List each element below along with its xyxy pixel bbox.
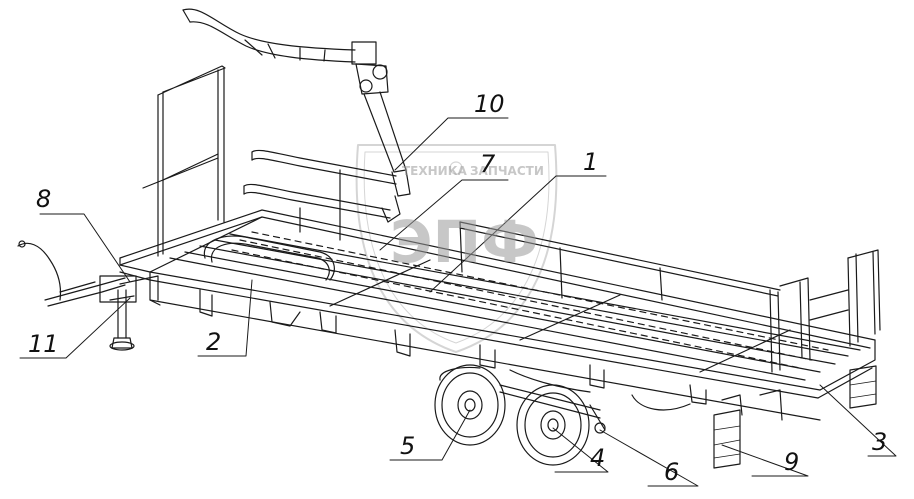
callout-9: 9 <box>784 448 799 476</box>
callout-numbers: 10 7 1 8 11 2 5 4 6 9 3 <box>28 90 887 486</box>
drawbar <box>17 240 159 307</box>
callout-11: 11 <box>28 330 59 358</box>
front-guard <box>459 221 881 373</box>
callout-6: 6 <box>664 458 679 486</box>
callout-1: 1 <box>583 148 598 176</box>
watermark-top-right: ЗАПЧАСТИ <box>470 164 544 178</box>
watermark-text-group: ТЕХНИКА ЗАПЧАСТИ ЭПФ <box>390 164 544 276</box>
rear-ladder <box>142 65 226 257</box>
callout-10: 10 <box>474 90 505 118</box>
watermark-top-left: ТЕХНИКА <box>402 164 468 178</box>
mud-flaps <box>713 365 877 469</box>
callout-2: 2 <box>206 328 221 356</box>
platform-frame <box>119 209 876 421</box>
callout-7: 7 <box>480 150 496 178</box>
callout-4: 4 <box>590 444 605 472</box>
watermark-logo-text: ЭПФ <box>390 208 539 276</box>
callout-5: 5 <box>400 432 415 460</box>
side-racks <box>243 149 397 241</box>
callout-3: 3 <box>872 428 887 456</box>
support-jack <box>109 289 135 351</box>
watermark-logo <box>355 144 558 353</box>
wheels <box>434 364 691 466</box>
callout-8: 8 <box>36 185 51 213</box>
loader-arm <box>182 8 411 223</box>
callout-leaders <box>19 117 897 487</box>
